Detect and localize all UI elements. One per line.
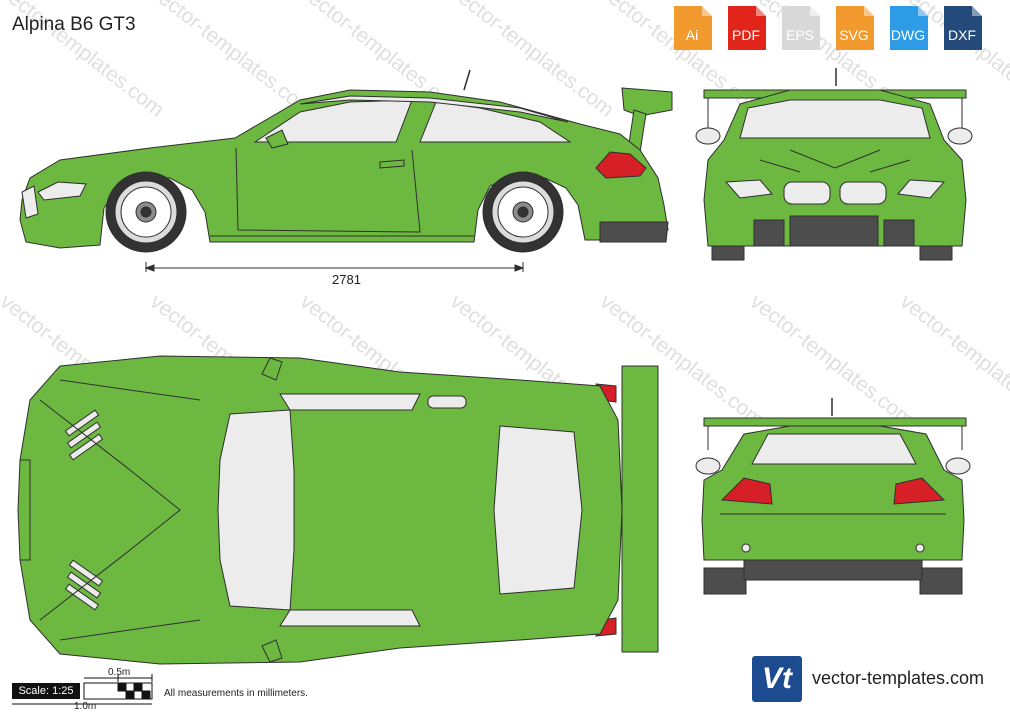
side-headlight (37, 181, 87, 201)
front-headlight-right (897, 179, 946, 199)
rear-window (751, 433, 917, 465)
top-roof-scoop (427, 395, 467, 409)
side-view (19, 69, 673, 272)
side-window-rear (419, 101, 572, 143)
top-mirror-lower (261, 639, 283, 663)
scale-bar (12, 674, 153, 705)
rear-tire-right (919, 567, 963, 595)
top-hood-lines (39, 379, 201, 641)
front-grille-left (783, 181, 831, 205)
page-title: Alpina B6 GT3 (12, 14, 136, 35)
side-roof-glass (299, 95, 569, 123)
side-rear-wheel (482, 171, 564, 253)
top-rear-window (493, 425, 583, 595)
top-rear-wing (621, 365, 659, 653)
wheelbase-dimension-label: 2781 (332, 272, 361, 287)
rear-wing (703, 417, 967, 427)
rear-exhaust-right (915, 543, 925, 553)
rear-mirror-left (695, 457, 721, 475)
measurement-note: All measurements in millimeters. (164, 688, 308, 699)
side-diffuser (599, 221, 669, 243)
rear-mirror-right (945, 457, 971, 475)
top-mirror-upper (261, 357, 283, 381)
front-intake-right (883, 219, 915, 247)
brand-logo[interactable]: Vt (752, 656, 802, 702)
front-intake-center (789, 215, 879, 247)
top-side-glass-upper (279, 393, 421, 411)
top-front-grille (20, 459, 31, 561)
front-headlight-left (724, 179, 773, 199)
format-eps-icon[interactable]: EPS (776, 4, 824, 52)
top-hood-vents-lower (64, 559, 104, 611)
wheelbase-dimension (144, 262, 525, 272)
front-mirror-right (947, 127, 973, 145)
front-view (695, 68, 973, 261)
top-body (17, 355, 623, 665)
rear-view (695, 398, 971, 595)
format-dxf-icon[interactable]: DXF (938, 4, 986, 52)
side-door-handle (379, 159, 405, 169)
format-pdf-icon[interactable]: PDF (722, 4, 770, 52)
side-door-line (235, 147, 421, 233)
scale-one-meter-label: 1.0m (74, 701, 97, 712)
side-front-wheel (105, 171, 187, 253)
brand-site-link[interactable]: vector-templates.com (812, 668, 985, 688)
front-intake-left (753, 219, 785, 247)
top-windshield (217, 409, 295, 611)
side-grille (21, 185, 39, 219)
format-dwg-icon[interactable]: DWG (884, 4, 932, 52)
format-ai-icon[interactable]: Ai (668, 4, 716, 52)
front-grille-right (839, 181, 887, 205)
rear-taillight-right (893, 477, 946, 505)
rear-tire-left (703, 567, 747, 595)
side-rear-wing (621, 87, 673, 117)
front-hood-vents (759, 149, 911, 173)
top-side-glass-lower (279, 609, 421, 627)
format-svg-icon[interactable]: SVG (830, 4, 878, 52)
rear-taillight-left (720, 477, 773, 505)
top-view (17, 355, 659, 665)
brand-logo-text: Vt (762, 662, 792, 695)
rear-exhaust-left (741, 543, 751, 553)
front-windshield (739, 99, 931, 139)
scale-label: Scale: 1:25 (12, 683, 80, 699)
side-antenna (463, 69, 471, 91)
side-taillight (595, 151, 647, 179)
scale-half-meter-label: 0.5m (108, 667, 131, 678)
front-mirror-left (695, 127, 721, 145)
side-mirror (265, 129, 289, 149)
top-hood-vents-upper (64, 409, 104, 461)
